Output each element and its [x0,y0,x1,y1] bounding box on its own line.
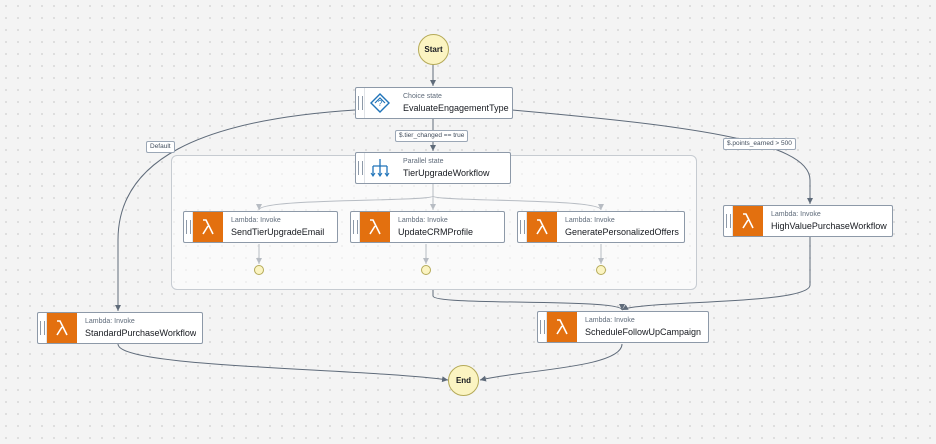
choice-state-node[interactable]: ? Choice state EvaluateEngagementType [355,87,513,119]
branch-end-dot [596,265,606,275]
drag-handle[interactable] [184,212,193,242]
branch-end-dot [421,265,431,275]
edge-followup-end [479,343,623,382]
edge-choice-highvalue [511,109,813,204]
lambda-icon [47,313,77,343]
end-label: End [455,376,472,385]
edge-parallel-followup [432,290,625,311]
task-kind: Lambda: Invoke [565,216,615,224]
parallel-kind: Parallel state [403,157,444,165]
edge-highvalue-followup [621,237,811,311]
choice-kind: Choice state [403,92,442,100]
task-name: SendTierUpgradeEmail [231,226,325,237]
task-kind: Lambda: Invoke [585,316,635,324]
drag-handle[interactable] [356,88,365,118]
svg-text:?: ? [378,99,383,108]
task-generate-personalized-offers[interactable]: Lambda: Invoke GeneratePersonalizedOffer… [517,211,685,243]
task-kind: Lambda: Invoke [85,317,135,325]
condition-points-earned[interactable]: $.points_earned > 500 [723,138,796,150]
drag-handle[interactable] [356,153,365,183]
choice-state-icon: ? [365,88,395,118]
condition-tier-changed[interactable]: $.tier_changed == true [395,130,469,142]
drag-handle[interactable] [724,206,733,236]
task-high-value-purchase-workflow[interactable]: Lambda: Invoke HighValuePurchaseWorkflow [723,205,893,237]
start-node[interactable]: Start [418,34,449,65]
edge-standard-end [117,343,449,383]
lambda-icon [193,212,223,242]
choice-name: EvaluateEngagementType [403,102,509,113]
task-kind: Lambda: Invoke [231,216,281,224]
task-name: UpdateCRMProfile [398,226,474,237]
start-label: Start [424,45,443,54]
end-node[interactable]: End [448,365,479,396]
task-kind: Lambda: Invoke [398,216,448,224]
drag-handle[interactable] [38,313,47,343]
condition-default[interactable]: Default [146,141,175,153]
lambda-icon [360,212,390,242]
branch-end-dot [254,265,264,275]
parallel-name: TierUpgradeWorkflow [403,167,490,178]
drag-handle[interactable] [538,312,547,342]
lambda-icon [733,206,763,236]
task-standard-purchase-workflow[interactable]: Lambda: Invoke StandardPurchaseWorkflow [37,312,203,344]
task-name: StandardPurchaseWorkflow [85,327,197,338]
parallel-state-node[interactable]: Parallel state TierUpgradeWorkflow [355,152,511,184]
task-name: GeneratePersonalizedOffers [565,226,679,237]
lambda-icon [547,312,577,342]
parallel-state-icon [365,153,395,183]
lambda-icon [527,212,557,242]
task-name: ScheduleFollowUpCampaign [585,326,702,337]
drag-handle[interactable] [351,212,360,242]
task-kind: Lambda: Invoke [771,210,821,218]
task-schedule-follow-up-campaign[interactable]: Lambda: Invoke ScheduleFollowUpCampaign [537,311,709,343]
drag-handle[interactable] [518,212,527,242]
task-send-tier-upgrade-email[interactable]: Lambda: Invoke SendTierUpgradeEmail [183,211,338,243]
task-name: HighValuePurchaseWorkflow [771,220,887,231]
task-update-crm-profile[interactable]: Lambda: Invoke UpdateCRMProfile [350,211,505,243]
